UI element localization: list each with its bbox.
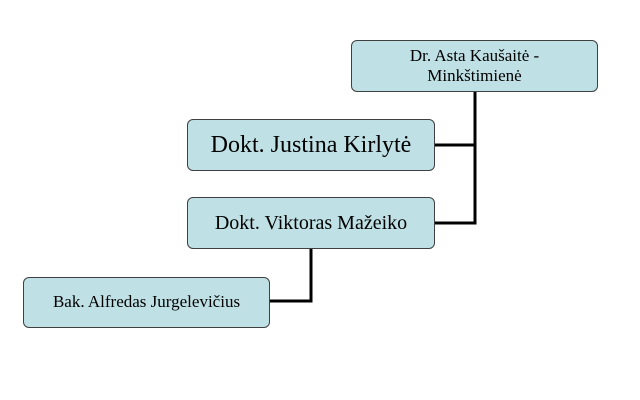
node-viktoras-mazeiko: Dokt. Viktoras Mažeiko bbox=[187, 197, 435, 249]
node-mazeiko-label: Dokt. Viktoras Mažeiko bbox=[214, 212, 408, 234]
node-asta-kausaite-minkstimiene: Dr. Asta Kaušaitė - Minkštimienė bbox=[351, 40, 598, 92]
node-root-line1: Dr. Asta Kaušaitė - bbox=[409, 45, 540, 65]
node-alfredas-jurgelevicius: Bak. Alfredas Jurgelevičius bbox=[23, 277, 270, 328]
node-root-text: Dr. Asta Kaušaitė - Minkštimienė bbox=[410, 46, 539, 87]
node-justina-kirlyte: Dokt. Justina Kirlytė bbox=[187, 119, 435, 171]
node-jurgelevicius-label: Bak. Alfredas Jurgelevičius bbox=[52, 292, 241, 312]
node-kirlyte-label: Dokt. Justina Kirlytė bbox=[210, 131, 412, 158]
node-root-line2: Minkštimienė bbox=[427, 66, 522, 85]
